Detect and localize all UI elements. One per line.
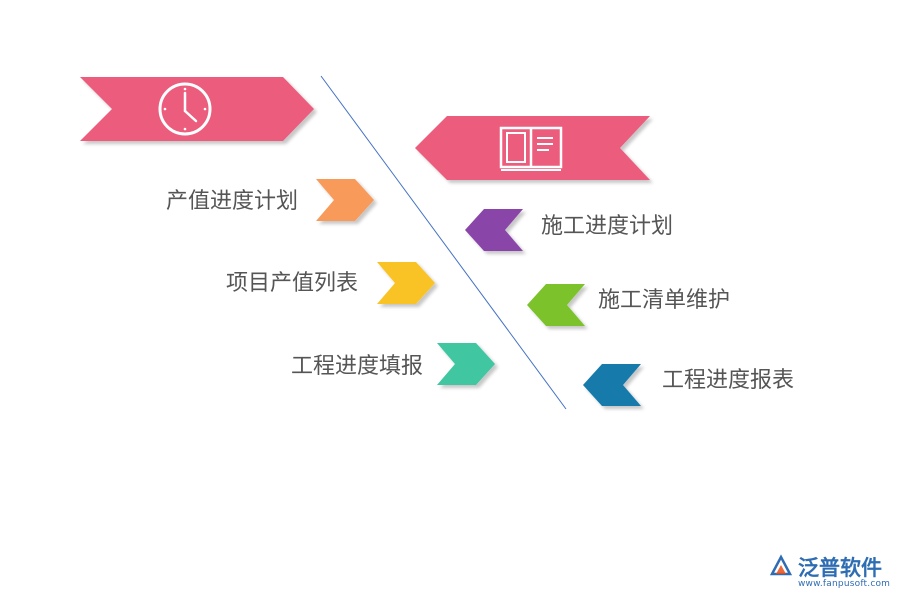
chevron-right-1: [465, 209, 523, 251]
left-header-banner: [80, 77, 314, 141]
right-header-banner: [415, 116, 650, 180]
brand-name: 泛普软件: [798, 556, 882, 580]
left-item-label-3: 工程进度填报: [290, 354, 423, 379]
brand-url: www.fanpusoft.com: [798, 579, 891, 589]
chevron-right-3: [583, 364, 641, 406]
right-item-label-1: 施工进度计划: [541, 214, 674, 239]
right-item-label-2: 施工清单维护: [598, 288, 731, 313]
chevron-left-3: [437, 343, 495, 385]
clock-icon: [158, 82, 212, 136]
diagonal-divider-line: [320, 75, 567, 410]
chevron-left-1: [316, 179, 374, 221]
brand-watermark: 泛普软件 www.fanpusoft.com: [768, 548, 896, 594]
right-item-label-3: 工程进度报表: [662, 368, 795, 393]
chevron-left-2: [377, 262, 435, 304]
brand-logo-icon: [769, 554, 793, 576]
left-item-label-1: 产值进度计划: [165, 189, 298, 214]
chevron-right-2: [527, 284, 585, 326]
book-icon: [499, 126, 563, 171]
left-item-label-2: 项目产值列表: [225, 271, 358, 296]
